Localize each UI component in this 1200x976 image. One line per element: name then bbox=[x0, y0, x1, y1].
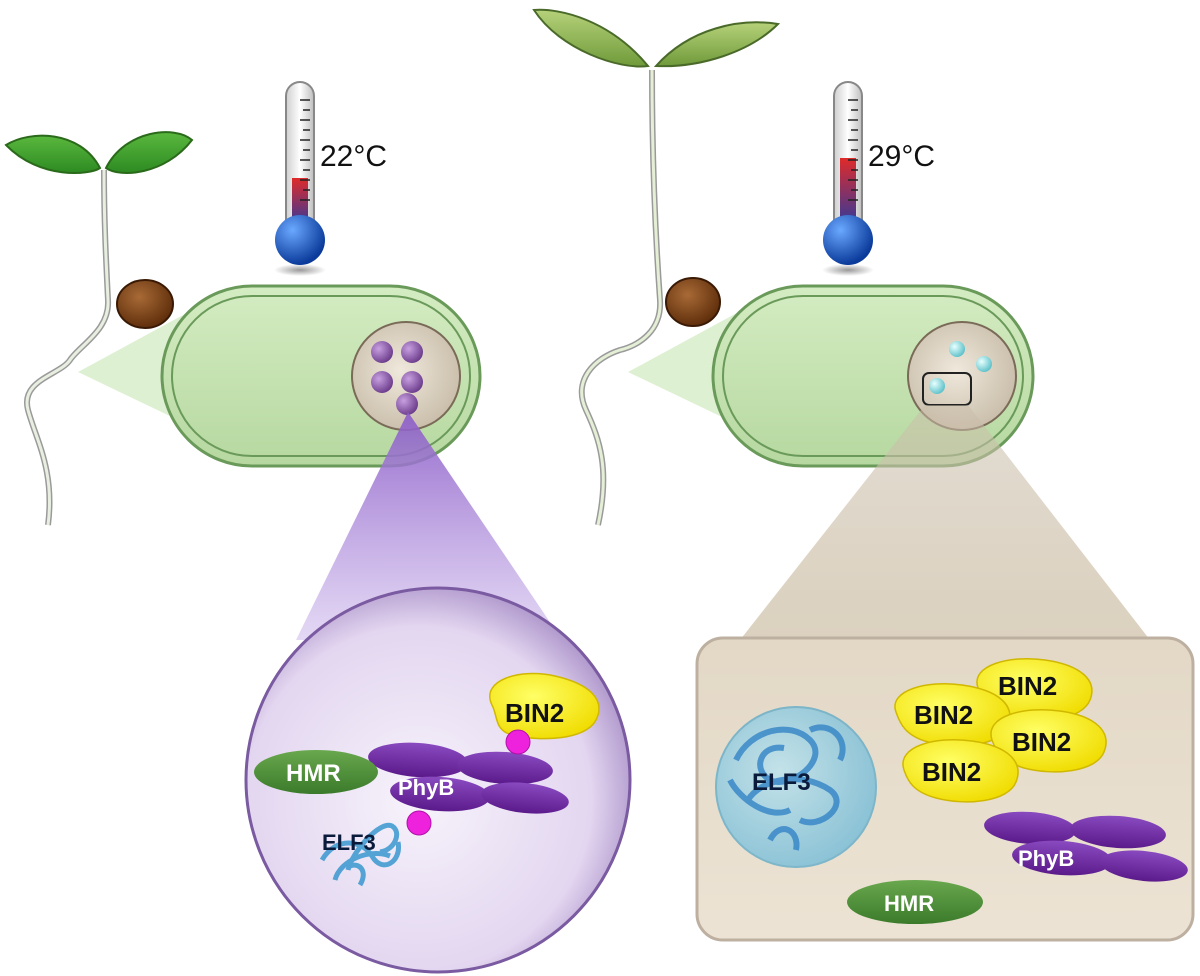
phosphate-icon bbox=[505, 729, 531, 755]
bin2-label-1: BIN2 bbox=[998, 671, 1057, 701]
seed-icon bbox=[665, 277, 721, 327]
bin2-label-2: BIN2 bbox=[914, 700, 973, 730]
bin2-cluster bbox=[894, 657, 1107, 803]
temperature-label-left: 22°C bbox=[320, 140, 387, 173]
elf3-label-left: ELF3 bbox=[322, 830, 376, 855]
seedling-left bbox=[4, 131, 194, 526]
phyb-label-left: PhyB bbox=[398, 775, 454, 800]
hmr-shape-right bbox=[847, 880, 983, 924]
phyb-bodies-right bbox=[929, 341, 992, 394]
leaf-icon bbox=[104, 131, 194, 174]
seedling-right bbox=[532, 8, 781, 526]
hmr-label-left: HMR bbox=[286, 760, 341, 787]
left-panel: 22°C BIN2 HMR PhyB ELF3 bbox=[4, 81, 632, 974]
bin2-label-4: BIN2 bbox=[922, 757, 981, 787]
hmr-label-right: HMR bbox=[884, 891, 934, 916]
thermometer-left: 22°C bbox=[274, 81, 387, 276]
phyb-label-right: PhyB bbox=[1018, 846, 1074, 871]
seed-icon bbox=[116, 279, 174, 329]
phosphate-icon bbox=[406, 810, 432, 836]
bin2-label-left: BIN2 bbox=[505, 698, 564, 728]
phyb-complex-left bbox=[368, 742, 569, 814]
stem bbox=[578, 69, 664, 526]
elf3-structure-right bbox=[727, 724, 846, 851]
hmr-shape-left bbox=[254, 750, 378, 794]
bin2-label-3: BIN2 bbox=[1012, 727, 1071, 757]
thermometer-right: 29°C bbox=[822, 81, 935, 276]
elf3-condensate bbox=[715, 706, 877, 868]
phyb-complex-right bbox=[984, 811, 1188, 882]
elf3-structure-left bbox=[319, 822, 401, 887]
leaf-icon bbox=[532, 8, 650, 68]
stem bbox=[23, 169, 112, 526]
leaf-icon bbox=[4, 134, 102, 175]
leaf-icon bbox=[653, 21, 781, 68]
elf3-label-right: ELF3 bbox=[752, 769, 811, 796]
right-panel: 29°C BIN2 BIN2 bbox=[532, 8, 1195, 942]
zoom-cone-nucleus bbox=[296, 412, 562, 640]
temperature-label-right: 29°C bbox=[868, 140, 935, 173]
zoom-cone-box bbox=[740, 405, 1150, 640]
phyb-bodies-left bbox=[371, 341, 423, 415]
bin2-shape-left bbox=[489, 672, 600, 740]
